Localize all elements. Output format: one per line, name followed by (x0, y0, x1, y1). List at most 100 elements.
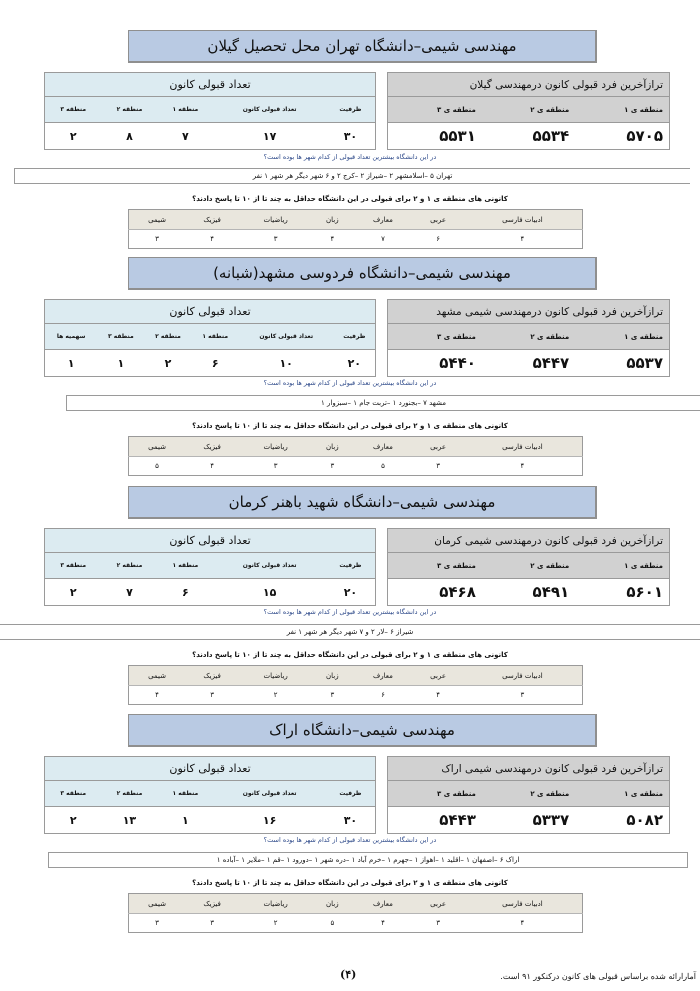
kanoon-header-cell: منطقه ۳ (44, 780, 102, 807)
section-title: مهندسی شیمی–دانشگاه تهران محل تحصیل گیلا… (128, 30, 597, 63)
taraz-value-cell: ۵۳۳۷ (532, 811, 570, 829)
grades-header-cell: معارف (352, 665, 414, 686)
grades-value-cell: ۵ (381, 462, 385, 470)
grades-value-cell: ۴ (436, 691, 440, 699)
kanoon-header-cell: منطقه ۱ (157, 552, 214, 579)
footer-note: آمارارائه شده براساس قبولی های کانون درک… (500, 972, 696, 981)
grades-question: کانونی های منطقه ی ۱ و ۲ برای قبولی در ا… (192, 879, 508, 887)
cities-answer-box: مشهد ۷ –بجنورد ۱ –تربت جام ۱ –سبزوار ۱ (66, 395, 700, 411)
kanoon-header-cell: ظرفیت (333, 323, 376, 350)
kanoon-caption: تعداد قبولی کانون (44, 528, 376, 553)
grades-value-cell: ۳ (155, 235, 159, 243)
kanoon-value-cell: ۱ (182, 813, 189, 827)
grades-header-cell: شیمی (128, 436, 186, 457)
taraz-header-cell: منطقه ی ۲ (481, 552, 576, 579)
grades-value-cell: ۳ (520, 691, 525, 699)
cities-question: در این دانشگاه بیشترین تعداد قبولی از کد… (263, 608, 437, 616)
taraz-header-cell: منطقه ی ۳ (387, 96, 482, 123)
kanoon-value-cell: ۱۷ (262, 129, 277, 143)
grades-header-cell: ادبیات فارسی (462, 665, 583, 686)
grades-value-cell: ۴ (210, 235, 215, 243)
kanoon-header-cell: منطقه ۲ (101, 780, 158, 807)
kanoon-value-cell: ۶ (182, 585, 189, 599)
taraz-header-cell: منطقه ی ۱ (575, 96, 670, 123)
kanoon-value-cell: ۲ (164, 356, 172, 370)
grades-value-cell: ۳ (155, 919, 159, 927)
kanoon-header-cell: سهمیه ها (44, 323, 98, 350)
grades-value-cell: ۲ (273, 691, 278, 699)
kanoon-header-cell: منطقه ۲ (101, 552, 158, 579)
grades-header-cell: عربی (413, 665, 463, 686)
grades-value-cell: ۴ (330, 235, 335, 243)
grades-header-cell: ادبیات فارسی (462, 893, 583, 914)
cities-question: در این دانشگاه بیشترین تعداد قبولی از کد… (263, 836, 437, 844)
kanoon-value-cell: ۱۰ (279, 356, 293, 370)
grades-header-cell: زبان (312, 665, 353, 686)
taraz-header-cell: منطقه ی ۲ (481, 780, 576, 807)
taraz-header-cell: منطقه ی ۳ (387, 780, 482, 807)
kanoon-value-cell: ۲ (69, 813, 77, 827)
taraz-caption: ترازآخرین فرد قبولی کانون درمهندسی گیلان (387, 72, 670, 97)
taraz-caption: ترازآخرین فرد قبولی کانون درمهندسی شیمی … (387, 299, 670, 324)
taraz-header-cell: منطقه ی ۱ (575, 552, 670, 579)
grades-header-cell: ادبیات فارسی (462, 209, 583, 230)
taraz-caption: ترازآخرین فرد قبولی کانون درمهندسی شیمی … (387, 528, 670, 553)
kanoon-header-cell: تعداد قبولی کانون (238, 323, 334, 350)
grades-header-cell: فیزیک (185, 893, 240, 914)
kanoon-header-cell: منطقه ۳ (97, 323, 145, 350)
taraz-value-cell: ۵۴۹۱ (532, 583, 570, 601)
kanoon-value-cell: ۱۶ (262, 813, 277, 827)
grades-value-cell: ۴ (520, 235, 525, 243)
section-title: مهندسی شیمی–دانشگاه فردوسی مشهد(شبانه) (128, 257, 597, 290)
grades-value-cell: ۳ (273, 235, 278, 243)
university-section: مهندسی شیمی–دانشگاه فردوسی مشهد(شبانه) تر… (0, 257, 700, 487)
grades-header-cell: معارف (352, 209, 414, 230)
grades-header-cell: فیزیک (185, 665, 240, 686)
grades-header-cell: معارف (352, 893, 414, 914)
kanoon-header-cell: تعداد قبولی کانون (213, 96, 326, 123)
grades-header-cell: ادبیات فارسی (462, 436, 583, 457)
taraz-header-cell: منطقه ی ۱ (575, 323, 670, 350)
cities-answer-box: شیراز ۶ –لار ۲ و ۷ شهر دیگر هر شهر ۱ نفر (0, 624, 700, 640)
kanoon-value-cell: ۸ (126, 129, 133, 143)
taraz-header-cell: منطقه ی ۳ (387, 323, 482, 350)
grades-header-cell: شیمی (128, 665, 186, 686)
grades-value-cell: ۷ (381, 235, 385, 243)
taraz-header-cell: منطقه ی ۲ (481, 323, 576, 350)
taraz-value-cell: ۵۴۴۳ (439, 811, 476, 829)
grades-value-cell: ۳ (436, 462, 440, 470)
grades-header-cell: شیمی (128, 209, 186, 230)
taraz-header-cell: منطقه ی ۱ (575, 780, 670, 807)
kanoon-value-cell: ۷ (126, 585, 133, 599)
kanoon-header-cell: ظرفیت (325, 96, 376, 123)
kanoon-value-cell: ۱ (67, 356, 75, 370)
taraz-value-cell: ۵۶۰۱ (626, 583, 663, 601)
grades-header-cell: ریاضیات (239, 436, 313, 457)
grades-header-cell: فیزیک (185, 209, 240, 230)
taraz-table: ترازآخرین فرد قبولی کانون درمهندسی شیمی … (387, 528, 670, 606)
grades-header-cell: فیزیک (185, 436, 240, 457)
grades-header-cell: ریاضیات (239, 209, 313, 230)
grades-question: کانونی های منطقه ی ۱ و ۲ برای قبولی در ا… (192, 651, 508, 659)
kanoon-value-cell: ۷ (182, 129, 189, 143)
university-section: مهندسی شیمی–دانشگاه شهید باهنر کرمان تراز… (0, 486, 700, 716)
kanoon-header-cell: منطقه ۲ (101, 96, 158, 123)
kanoon-caption: تعداد قبولی کانون (44, 72, 376, 97)
kanoon-value-cell: ۳۰ (343, 129, 358, 143)
grades-value-cell: ۶ (436, 235, 440, 243)
grades-value-cell: ۲ (273, 919, 278, 927)
kanoon-header-cell: منطقه ۱ (157, 96, 214, 123)
taraz-value-cell: ۵۵۳۴ (532, 127, 570, 145)
grades-value-cell: ۴ (210, 462, 215, 470)
kanoon-caption: تعداد قبولی کانون (44, 756, 376, 781)
grades-value-cell: ۳ (210, 691, 215, 699)
section-title: مهندسی شیمی–دانشگاه شهید باهنر کرمان (128, 486, 597, 519)
taraz-value-cell: ۵۴۴۷ (532, 354, 570, 372)
kanoon-header-cell: منطقه ۱ (157, 780, 214, 807)
